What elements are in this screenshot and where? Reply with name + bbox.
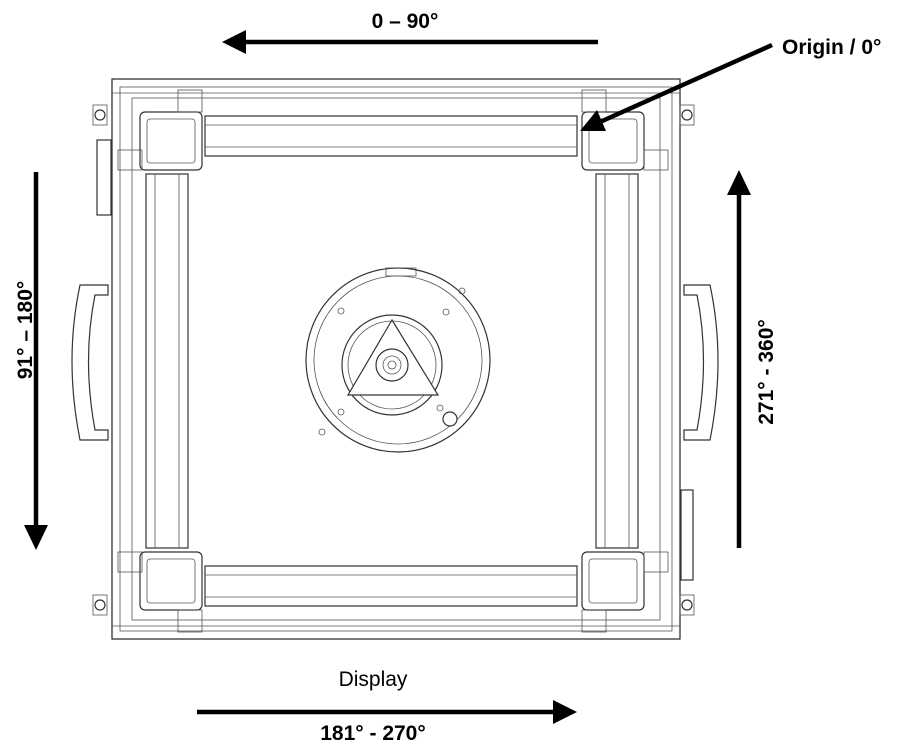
central-rotor — [305, 267, 491, 453]
rails — [145, 115, 639, 607]
corner-blocks — [117, 89, 669, 633]
bottom-range-label: 181° - 270° — [320, 722, 426, 745]
corner-screws — [92, 104, 695, 616]
left-range-label: 91° – 180° — [14, 281, 37, 380]
top-arrow — [222, 30, 598, 54]
housing-inner-outline-2 — [131, 97, 661, 621]
origin-label: Origin / 0° — [782, 36, 881, 59]
housing-inner-outline — [119, 86, 673, 632]
left-handle — [71, 284, 109, 441]
left-side-panel — [96, 139, 112, 216]
display-caption: Display — [339, 668, 408, 691]
right-side-panel — [680, 489, 694, 581]
top-range-label: 0 – 90° — [372, 10, 439, 33]
right-range-label: 271° - 360° — [755, 319, 778, 425]
bottom-arrow — [197, 700, 577, 724]
device-top-view — [71, 78, 719, 640]
housing-outline — [111, 78, 681, 640]
right-handle — [683, 284, 719, 441]
right-arrow — [727, 170, 751, 548]
origin-arrow — [580, 42, 773, 131]
left-arrow — [24, 172, 48, 550]
